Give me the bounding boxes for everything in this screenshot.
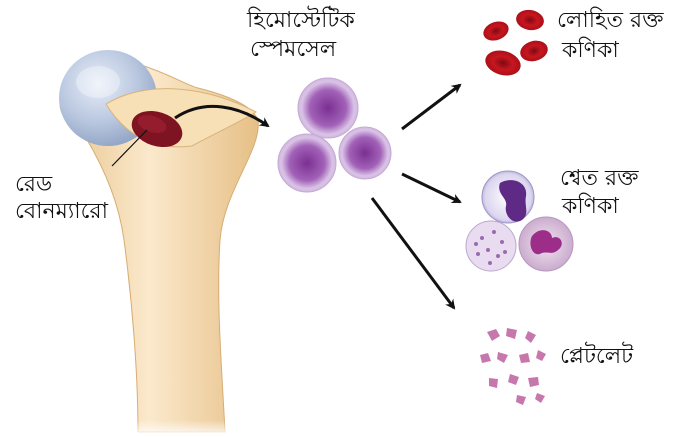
- marrow-label-line2: বোনম্যারো: [15, 199, 108, 225]
- marrow-label-line1: রেড: [15, 172, 52, 198]
- stem-cell-label-line1: হিমোস্টেটিক: [247, 8, 355, 34]
- platelets: [480, 328, 546, 405]
- red-cell-label-line2: কণিকা: [562, 38, 619, 64]
- arrow-to-red-cells: [402, 85, 460, 129]
- red-blood-cells: [481, 8, 550, 80]
- white-cell-label-line2: কণিকা: [562, 194, 619, 220]
- white-blood-cell-right: [519, 217, 573, 271]
- white-blood-cell-top: [482, 171, 534, 223]
- stem-cell-top: [298, 78, 358, 138]
- stem-cell-label-line2: স্পেমসেল: [250, 37, 336, 63]
- white-blood-cell-left: [466, 221, 516, 271]
- arrow-to-white-cells: [402, 174, 460, 202]
- arrow-to-platelets: [372, 198, 454, 308]
- white-cell-label-line1: শ্বেত রক্ত: [560, 166, 638, 192]
- stem-cell-right: [339, 127, 391, 179]
- stem-cell-left: [278, 134, 336, 192]
- red-cell-label-line1: লোহিত রক্ত: [557, 8, 664, 34]
- platelet-label: প্লেটলেট: [560, 344, 633, 370]
